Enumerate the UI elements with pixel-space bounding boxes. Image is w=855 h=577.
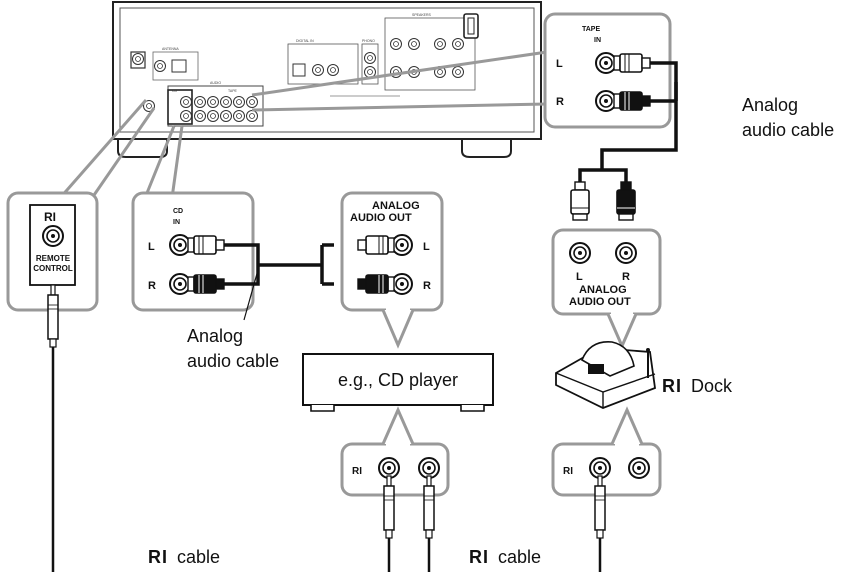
cable-label-tape-line1: Analog [742, 95, 798, 115]
cable-label-cd-leader [243, 269, 259, 321]
cd-in-callout: CD IN L R [131, 191, 255, 312]
cd-callout-sub: IN [173, 219, 180, 226]
dock-l-jack [569, 242, 591, 264]
player-analog-out-callout: ANALOG AUDIO OUT L R [340, 191, 444, 349]
player-l-jack [391, 234, 413, 256]
player-r-jack [391, 273, 413, 295]
tape-callout-sub: IN [594, 37, 601, 44]
panel-label-tape: TAPE [228, 89, 238, 93]
cable-label-cd-line1: Analog [187, 326, 243, 346]
receiver-rear-panel: ANTENNA AUDIO CD TAPE DIGITAL IN PHONO [112, 1, 542, 158]
ri-callout-logo: RI [44, 210, 56, 224]
tape-l-jack [595, 52, 617, 74]
cd-r-jack [169, 273, 191, 295]
analog-audio-cable-tape-dock [578, 61, 678, 182]
ri-callout-line2: CONTROL [33, 264, 73, 273]
dock-r-jack [615, 242, 637, 264]
ri-jack-box-cd: RI [340, 406, 450, 497]
cd-callout-r: R [148, 280, 156, 292]
player-out-title1: ANALOG [372, 200, 420, 212]
ri-remote-control-callout: RI REMOTE CONTROL [6, 191, 99, 312]
ri-dock-jack-2 [628, 457, 650, 479]
ri-cable-right-logo: RI [469, 547, 489, 567]
panel-label-phono: PHONO [362, 39, 375, 43]
ri-jack-box-dock: RI [551, 406, 662, 497]
cd-callout-title: CD [173, 208, 183, 215]
dock-out-title2: AUDIO OUT [569, 296, 631, 308]
dock-label-text: Dock [691, 376, 733, 396]
dock-out-r: R [622, 271, 630, 283]
analog-audio-cable-cd [224, 243, 334, 286]
ri-dock-jack-1 [589, 457, 611, 479]
ri-cable-right-text: cable [498, 547, 541, 567]
ri-cd-plug-2 [423, 475, 435, 539]
dock-r-plug-black [616, 181, 636, 221]
dock-analog-out-callout: L R ANALOG AUDIO OUT [551, 228, 662, 350]
ri-callout-line1: REMOTE [36, 254, 71, 263]
callout-leaders [58, 50, 548, 199]
cable-label-cd-line2: audio cable [187, 351, 279, 371]
ri-dock-device [555, 341, 656, 409]
panel-label-antenna: ANTENNA [162, 47, 179, 51]
panel-label-digital-in: DIGITAL IN [296, 39, 314, 43]
tape-callout-title: TAPE [582, 26, 600, 33]
dock-out-l: L [576, 271, 583, 283]
ri-remote-plug [47, 284, 59, 348]
cd-callout-l: L [148, 241, 155, 253]
tape-in-callout: TAPE IN L R [543, 12, 672, 129]
ri-remote-jack [42, 225, 64, 247]
player-out-title2: AUDIO OUT [350, 212, 412, 224]
panel-label-cd: CD [172, 89, 178, 93]
ri-cd-jack-2 [418, 457, 440, 479]
cable-label-tape-line2: audio cable [742, 120, 834, 140]
panel-label-audio: AUDIO [210, 81, 221, 85]
cd-player-device [302, 353, 494, 412]
dock-label-logo: RI [662, 376, 682, 396]
ri-cd-jack-1 [378, 457, 400, 479]
ri-cable-left-text: cable [177, 547, 220, 567]
tape-callout-l: L [556, 58, 563, 70]
player-out-r: R [423, 280, 431, 292]
player-out-l: L [423, 241, 430, 253]
panel-label-speakers: SPEAKERS [412, 13, 432, 17]
ri-dock-plug [594, 475, 606, 539]
cd-player-label: e.g., CD player [338, 370, 458, 390]
ri-jack-box-cd-logo: RI [352, 466, 362, 477]
dock-l-plug-white [570, 181, 590, 221]
tape-callout-r: R [556, 96, 564, 108]
ri-cd-plug-1 [383, 475, 395, 539]
dock-out-title1: ANALOG [579, 284, 627, 296]
tape-r-jack [595, 90, 617, 112]
cd-l-jack [169, 234, 191, 256]
ri-jack-box-dock-logo: RI [563, 466, 573, 477]
ri-cable-left-logo: RI [148, 547, 168, 567]
